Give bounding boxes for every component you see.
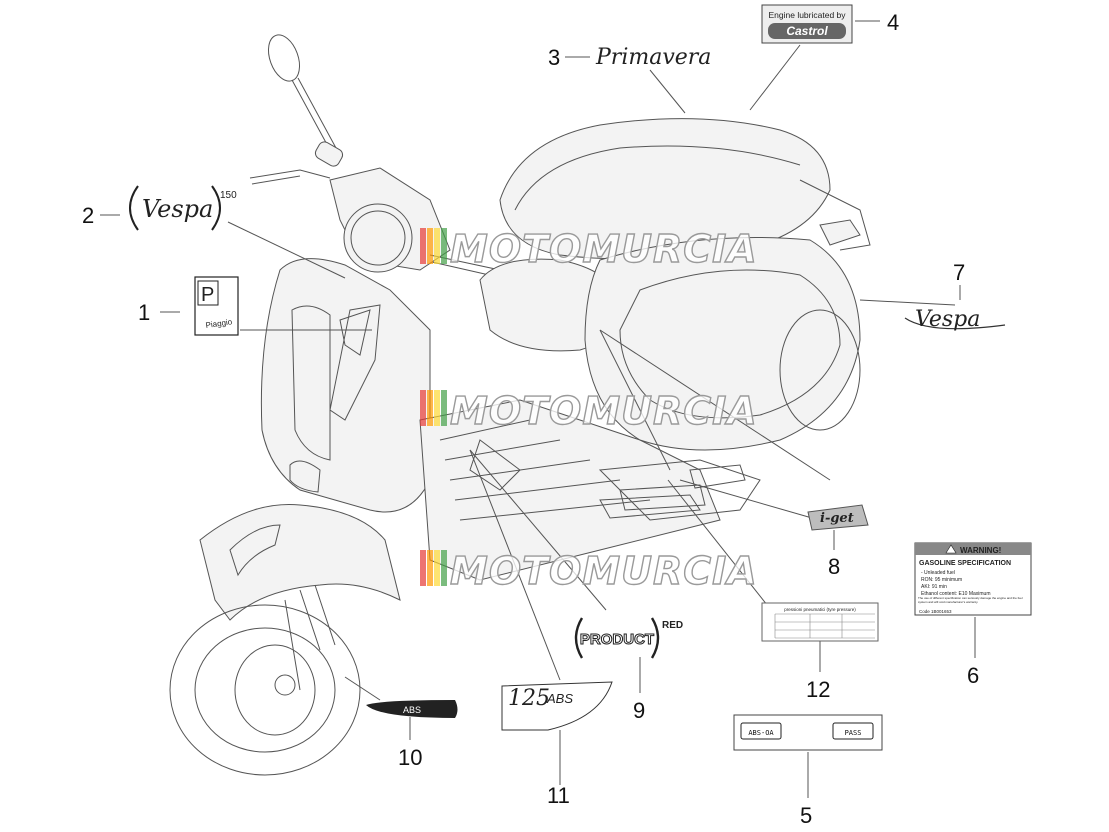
callout-5: 5 — [800, 803, 812, 828]
callout-11: 11 — [547, 783, 570, 808]
castrol-brand-text: Castrol — [786, 24, 828, 38]
callout-2: 2 — [82, 203, 94, 228]
callout-numbers: 1 2 3 4 5 6 7 8 9 10 11 12 — [82, 10, 979, 828]
abs-text: ABS — [403, 705, 421, 715]
gasoline-line-1: - Unleaded fuel — [921, 570, 955, 576]
vespa-superscript: 150 — [220, 190, 237, 201]
badge-125-number: 125 — [508, 686, 550, 711]
callout-10: 10 — [398, 745, 422, 770]
gasoline-title: GASOLINE SPECIFICATION — [919, 560, 1011, 567]
primavera-text: Primavera — [595, 45, 711, 70]
gasoline-note: The use of different specification can s… — [918, 597, 1023, 604]
callout-3: 3 — [548, 45, 560, 70]
watermark-middle: MOTOMURCIA — [420, 388, 758, 434]
callout-12: 12 — [806, 677, 830, 702]
decal-primavera: Primavera — [595, 45, 711, 70]
piaggio-name: Piaggio — [205, 317, 233, 330]
vespa-side-text: Vespa — [915, 307, 980, 332]
label-pass: PASS — [845, 729, 862, 737]
gasoline-line-4: Ethanol content: E10 Maximum — [921, 591, 990, 597]
decal-abs-pass-label: ABS-OA PASS — [733, 714, 883, 751]
watermark-text: MOTOMURCIA — [450, 549, 758, 593]
gasoline-code: Code 1B001653 — [919, 609, 952, 614]
decal-125-abs: 125 ABS — [501, 681, 613, 731]
decal-castrol: Engine lubricated by Castrol — [761, 4, 853, 44]
badge-125-abs: ABS — [546, 691, 573, 706]
callout-7: 7 — [953, 260, 965, 285]
watermark-text: MOTOMURCIA — [450, 227, 758, 271]
callout-4: 4 — [887, 10, 899, 35]
gasoline-line-3: AKI: 91 min — [921, 584, 947, 590]
decal-vespa-logo-front: Vespa 150 — [129, 185, 237, 231]
leader-lines — [100, 20, 976, 798]
decal-iget: i-get — [807, 504, 869, 531]
decal-gasoline-warning: WARNING! GASOLINE SPECIFICATION - Unlead… — [914, 542, 1032, 616]
warning-title: WARNING! — [960, 546, 1001, 555]
decal-abs: ABS — [366, 700, 458, 718]
scooter-drawing — [169, 34, 871, 776]
decal-product-red: PRODUCT RED — [574, 617, 683, 659]
vespa-logo-text: Vespa — [142, 195, 213, 223]
label-abs-oa: ABS-OA — [748, 729, 774, 737]
callout-9: 9 — [633, 698, 645, 723]
watermark-top: MOTOMURCIA — [420, 226, 758, 272]
watermark-text: MOTOMURCIA — [450, 389, 758, 433]
tyre-header: pressioni pneumatici (tyre pressure) — [784, 607, 856, 612]
product-text: PRODUCT — [580, 631, 654, 648]
callout-1: 1 — [138, 300, 150, 325]
product-superscript: RED — [662, 620, 683, 631]
decal-tyre-pressure: pressioni pneumatici (tyre pressure) — [761, 602, 879, 642]
callout-8: 8 — [828, 554, 840, 579]
gasoline-line-2: RON: 95 minimum — [921, 577, 962, 583]
watermark-bottom: MOTOMURCIA — [420, 548, 758, 594]
callout-6: 6 — [967, 663, 979, 688]
decal-vespa-side: Vespa — [904, 307, 1006, 332]
piaggio-letter: P — [201, 284, 214, 306]
iget-text: i-get — [820, 511, 854, 526]
castrol-top-text: Engine lubricated by — [768, 10, 846, 20]
decal-piaggio-plate: P Piaggio — [194, 276, 239, 336]
